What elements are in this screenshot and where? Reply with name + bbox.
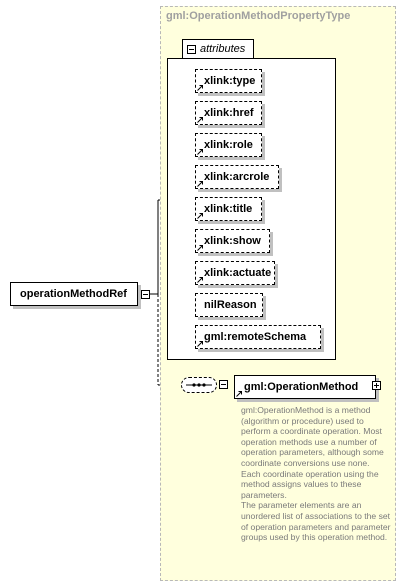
type-name: gml:OperationMethodPropertyType [166,10,351,22]
reference-arrow-icon [197,341,203,347]
attribute-box[interactable]: xlink:type [195,69,262,93]
attribute-name: xlink:title [204,203,253,215]
reference-arrow-icon [197,213,203,219]
child-expand-icon[interactable] [372,381,381,390]
attribute-box[interactable]: xlink:role [195,133,262,157]
attribute-name: xlink:role [204,139,253,151]
reference-arrow-icon [236,391,242,397]
child-element-box[interactable]: gml:OperationMethod [234,375,376,399]
sequence-collapse-icon[interactable] [219,380,228,389]
attribute-box[interactable]: nilReason [195,293,263,317]
attribute-box[interactable]: gml:remoteSchema [195,325,321,349]
reference-arrow-icon [197,245,203,251]
attribute-name: xlink:actuate [204,267,272,279]
reference-arrow-icon [197,149,203,155]
root-element-name: operationMethodRef [20,288,127,300]
attributes-label: attributes [200,43,246,55]
attribute-name: xlink:type [204,75,256,87]
attribute-box[interactable]: xlink:arcrole [195,165,279,189]
sequence-icon [186,383,212,387]
attribute-box[interactable]: xlink:title [195,197,262,221]
documentation-paragraph-2: The parameter elements are an unordered … [241,500,391,543]
attribute-box[interactable]: xlink:actuate [195,261,275,285]
attribute-box[interactable]: xlink:show [195,229,270,253]
root-element-box[interactable]: operationMethodRef [10,282,138,306]
reference-arrow-icon [197,277,203,283]
sequence-compositor[interactable] [181,377,217,393]
reference-arrow-icon [197,117,203,123]
attribute-name: xlink:arcrole [204,171,270,183]
reference-arrow-icon [197,181,203,187]
attribute-name: nilReason [204,299,257,311]
documentation-text: gml:OperationMethod is a method (algorit… [241,405,391,543]
root-collapse-icon[interactable] [141,290,150,299]
attribute-box[interactable]: xlink:href [195,101,262,125]
attributes-collapse-icon[interactable] [187,45,196,54]
documentation-paragraph-1: gml:OperationMethod is a method (algorit… [241,405,384,500]
attributes-tab[interactable] [182,39,254,59]
attribute-name: xlink:href [204,107,254,119]
attribute-name: gml:remoteSchema [204,331,307,343]
child-element-name: gml:OperationMethod [244,381,359,393]
attribute-name: xlink:show [204,235,261,247]
reference-arrow-icon [197,85,203,91]
